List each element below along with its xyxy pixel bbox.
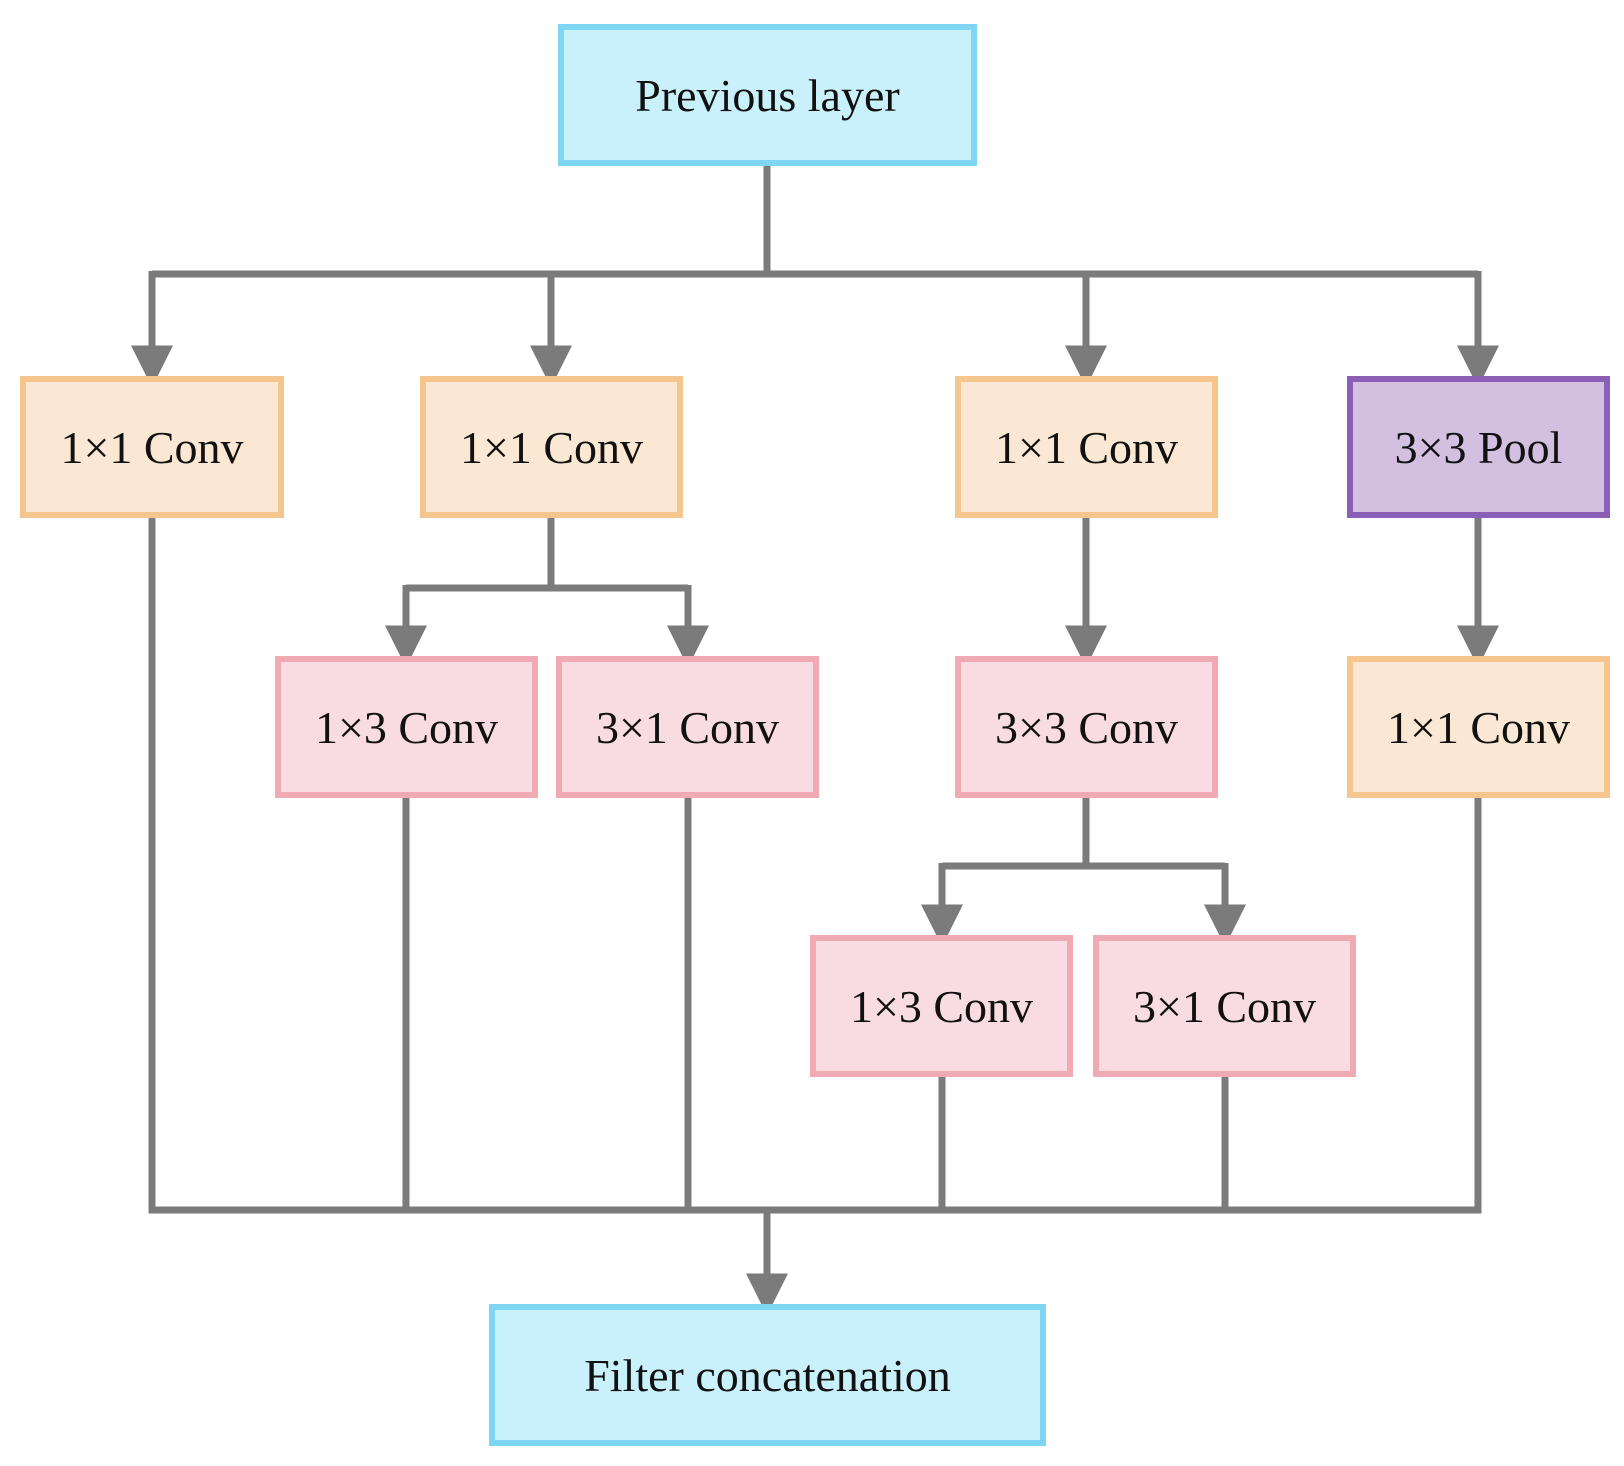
branch2-conv-1x1-label: 1×1 Conv [459,421,644,473]
branch2-conv-3x1-label: 3×1 Conv [595,701,780,753]
branch2-conv-1x3-box: 1×3 Conv [275,656,538,798]
branch3-conv-3x3-label: 3×3 Conv [994,701,1179,753]
branch3-conv-1x3-label: 1×3 Conv [849,980,1034,1032]
filter-concatenation-label: Filter concatenation [584,1349,951,1401]
branch3-conv-1x1-box: 1×1 Conv [955,376,1218,518]
branch2-conv-1x1-box: 1×1 Conv [420,376,683,518]
branch3-conv-1x1-label: 1×1 Conv [994,421,1179,473]
branch3-conv-3x1-label: 3×1 Conv [1132,980,1317,1032]
branch4-pool-3x3-box: 3×3 Pool [1347,376,1610,518]
branch3-conv-3x1-box: 3×1 Conv [1093,935,1356,1077]
branch1-conv-1x1-label: 1×1 Conv [60,421,244,473]
previous-layer-label: Previous layer [635,69,900,121]
branch4-pool-3x3-label: 3×3 Pool [1394,421,1563,473]
branch3-conv-3x3-box: 3×3 Conv [955,656,1218,798]
branch4-conv-1x1-box: 1×1 Conv [1347,656,1610,798]
branch1-conv-1x1-box: 1×1 Conv [20,376,284,518]
branch4-conv-1x1-label: 1×1 Conv [1386,701,1571,753]
branch2-conv-1x3-label: 1×3 Conv [314,701,499,753]
branch3-conv-1x3-box: 1×3 Conv [810,935,1073,1077]
branch2-conv-3x1-box: 3×1 Conv [556,656,819,798]
filter-concatenation-box: Filter concatenation [489,1304,1046,1446]
previous-layer-box: Previous layer [558,24,977,166]
